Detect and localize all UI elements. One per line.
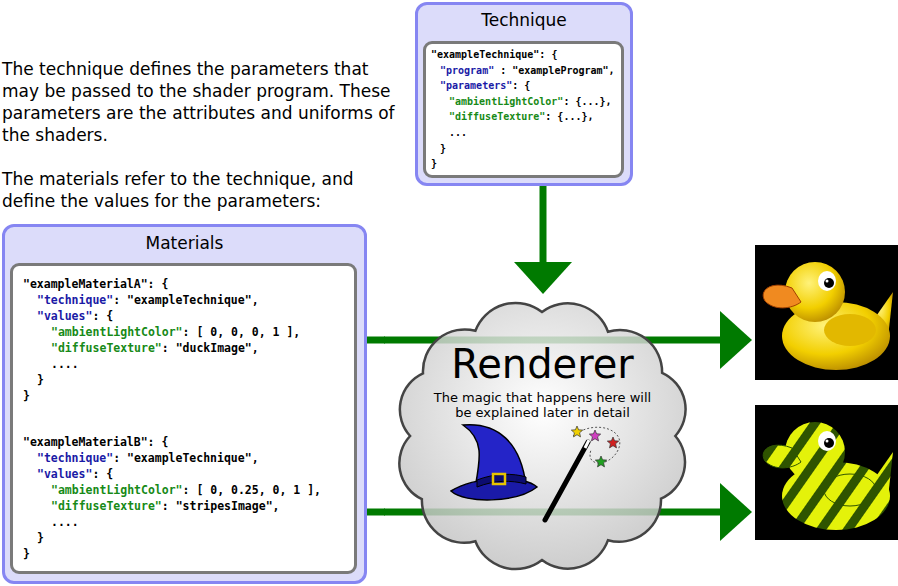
magic-wand — [545, 442, 588, 520]
renderer-title: Renderer — [385, 344, 700, 384]
code-key: "values" — [37, 467, 92, 481]
code-key: "technique" — [37, 451, 113, 465]
code-line: "exampleTechnique": { — [431, 47, 557, 63]
code-line: } — [440, 141, 446, 157]
code-value: : {...}, — [563, 96, 611, 107]
code-line: "ambientLightColor": {...}, — [449, 94, 612, 110]
panel-title: Materials — [5, 233, 364, 253]
code-line: } — [23, 388, 30, 404]
code-line: "technique": "exampleTechnique", — [37, 450, 259, 466]
image-ground — [755, 405, 898, 540]
duck-pupil — [824, 278, 834, 288]
renderer-cloud: RendererThe magic that happens here will… — [385, 290, 700, 582]
eye-glint — [826, 440, 829, 443]
technique-panel: Technique "exampleTechnique": {"program" … — [415, 2, 633, 186]
code-key: "technique" — [37, 293, 113, 307]
duck-beak — [763, 285, 801, 308]
arrow-head — [720, 483, 752, 541]
code-box: "exampleTechnique": {"program" : "exampl… — [423, 41, 624, 178]
code-line: "exampleMaterialA": { — [23, 276, 168, 292]
explanation-text: The technique defines the parameters tha… — [2, 58, 407, 146]
code-line: "exampleMaterialB": { — [23, 434, 168, 450]
duck-wing — [824, 314, 876, 346]
magic-star — [571, 426, 582, 437]
code-value: : { — [512, 80, 530, 91]
code-line: } — [37, 530, 44, 546]
code-key: "ambientLightColor" — [449, 96, 563, 107]
code-value: : "exampleTechnique", — [113, 293, 258, 307]
duck-pupil — [824, 438, 834, 448]
magic-star — [589, 430, 600, 441]
magic-star — [607, 437, 618, 448]
code-key: "diffuseTexture" — [449, 111, 545, 122]
code-line: "program" : "exampleProgram", — [440, 63, 615, 79]
code-line: "parameters": { — [440, 78, 530, 94]
magic-star — [595, 456, 606, 467]
code-value: : [ 0, 0.25, 0, 1 ], — [183, 483, 321, 497]
code-value: : "stripesImage", — [162, 499, 280, 513]
code-key: "ambientLightColor" — [51, 483, 183, 497]
cloud-outline — [385, 290, 700, 582]
code-value: : "duckImage", — [162, 341, 259, 355]
materials-panel: Materials"exampleMaterialA": {"technique… — [2, 224, 367, 584]
hat-buckle — [493, 474, 505, 484]
duck-yellow — [755, 245, 898, 380]
wand-tip — [585, 440, 589, 448]
code-value: : { — [92, 467, 113, 481]
duck-eye — [818, 431, 836, 451]
code-line: "values": { — [37, 466, 113, 482]
code-line: } — [23, 546, 30, 562]
eye-glint — [826, 280, 829, 283]
hat-band — [477, 474, 526, 487]
flow-line — [540, 186, 547, 266]
code-key: "ambientLightColor" — [51, 325, 183, 339]
duck-wing — [824, 474, 876, 506]
code-value: : { — [92, 309, 113, 323]
code-line: .... — [51, 514, 79, 530]
panel-title: Technique — [418, 10, 630, 30]
code-line: } — [37, 372, 44, 388]
duck-eye — [818, 271, 836, 291]
code-line: "diffuseTexture": {...}, — [449, 109, 594, 125]
code-line: "diffuseTexture": "duckImage", — [51, 340, 259, 356]
flow-arrow — [514, 186, 572, 294]
code-value: : "exampleProgram", — [494, 65, 614, 76]
code-value: : {...}, — [545, 111, 593, 122]
cloud-shape — [399, 303, 685, 569]
duck-striped — [755, 405, 898, 540]
wizard-hat — [463, 425, 526, 488]
code-value: : "exampleTechnique", — [113, 451, 258, 465]
image-ground — [755, 245, 898, 380]
code-line: ... — [449, 125, 467, 141]
code-key: "diffuseTexture" — [51, 341, 162, 355]
code-line: .... — [51, 356, 79, 372]
code-box: "exampleMaterialA": {"technique": "examp… — [10, 263, 357, 574]
arrow-head — [720, 311, 752, 369]
code-line: "values": { — [37, 308, 113, 324]
code-line: } — [431, 156, 437, 172]
explanation-text: The materials refer to the technique, an… — [2, 168, 407, 212]
code-line: "diffuseTexture": "stripesImage", — [51, 498, 279, 514]
code-value: : [ 0, 0, 0, 1 ], — [183, 325, 301, 339]
renderer-note: The magic that happens here will be expl… — [425, 390, 660, 420]
code-key: "parameters" — [440, 80, 512, 91]
duck-beak — [763, 445, 801, 468]
code-key: "diffuseTexture" — [51, 499, 162, 513]
code-line: "ambientLightColor": [ 0, 0, 0, 1 ], — [51, 324, 300, 340]
code-line: "ambientLightColor": [ 0, 0.25, 0, 1 ], — [51, 482, 321, 498]
code-key: "values" — [37, 309, 92, 323]
code-key: "program" — [440, 65, 494, 76]
arrow-head — [514, 262, 572, 294]
code-line: "technique": "exampleTechnique", — [37, 292, 259, 308]
